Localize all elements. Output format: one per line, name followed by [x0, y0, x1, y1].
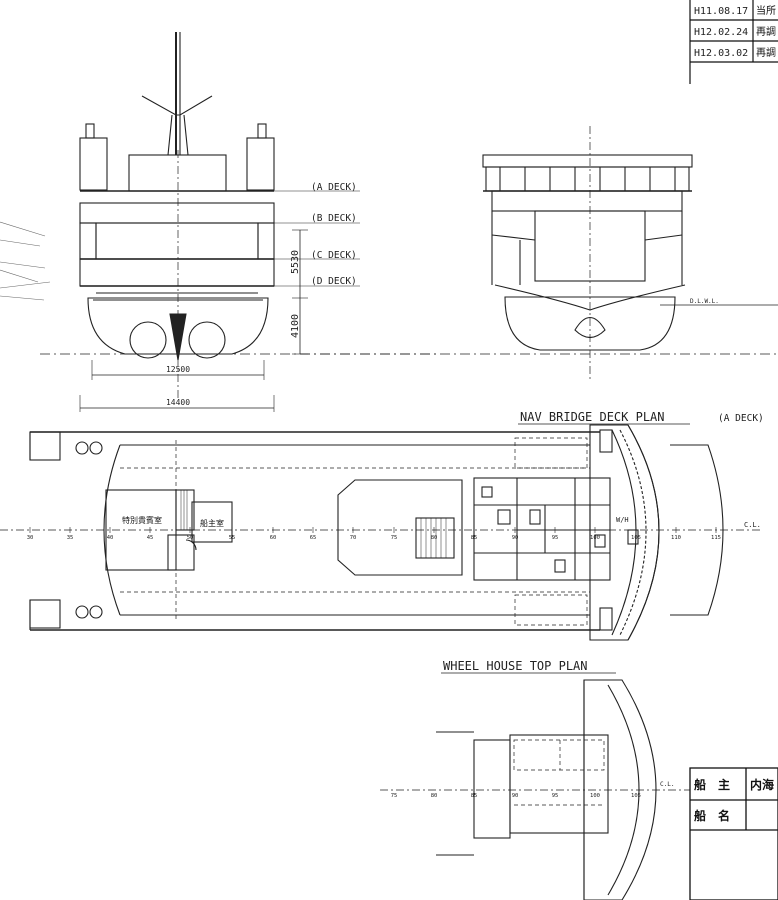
frame-number: 80 [431, 793, 438, 799]
frame-number: 100 [590, 793, 600, 799]
frame-number: 85 [471, 793, 478, 799]
frame-number: 70 [350, 535, 357, 541]
room-label-owner: 船主室 [200, 518, 224, 528]
frame-number: 65 [310, 535, 317, 541]
owner-label: 船 主 [694, 777, 730, 792]
front-profile-view [40, 32, 440, 412]
wheel-house-title: WHEEL HOUSE TOP PLAN [443, 659, 588, 673]
revision-date-1: H11.08.17 [694, 6, 748, 17]
dim-width-inner: 12500 [166, 365, 190, 374]
frame-number: 35 [67, 535, 74, 541]
nav-bridge-plan [0, 424, 760, 641]
nav-bridge-cl-label: C.L. [744, 521, 761, 529]
frame-number: 100 [590, 535, 600, 541]
frame-number: 75 [391, 535, 398, 541]
revision-note-3: 再調 [756, 46, 776, 59]
frame-number: 95 [552, 793, 559, 799]
frame-number: 115 [711, 535, 721, 541]
deck-label-b: (B DECK) [311, 213, 357, 224]
deck-label-c: (C DECK) [311, 250, 357, 261]
frame-number: 90 [512, 535, 519, 541]
frame-number: 30 [27, 535, 34, 541]
room-label-special-guest: 特別貴賓室 [122, 515, 162, 525]
revision-date-2: H12.02.24 [694, 27, 748, 38]
deck-label-d: (D DECK) [311, 276, 357, 287]
frame-ticks [29, 527, 717, 533]
ship-name-label: 船 名 [694, 808, 730, 823]
frame-number: 60 [270, 535, 277, 541]
wheel-house-cl-label: C.L. [660, 781, 674, 788]
frame-number: 90 [512, 793, 519, 799]
revision-table [689, 0, 778, 84]
nav-bridge-deck: (A DECK) [718, 413, 764, 424]
dim-height-lower: 4100 [290, 314, 301, 338]
wheel-house-frame-numbers: 75 80 85 90 95 100 105 [391, 793, 641, 799]
frame-number: 50 [187, 535, 194, 541]
nav-bridge-title: NAV BRIDGE DECK PLAN [520, 410, 665, 424]
frame-number: 95 [552, 535, 559, 541]
frame-number: 105 [631, 535, 641, 541]
frame-number: 105 [631, 793, 641, 799]
title-block [689, 767, 778, 900]
revision-note-2: 再調 [756, 25, 776, 38]
wheel-house-top-plan [380, 679, 690, 900]
wheel-house-marker: W/H [616, 516, 629, 524]
frame-number: 45 [147, 535, 154, 541]
frame-numbers: 30 35 40 45 50 55 60 65 70 75 80 85 90 9… [27, 535, 721, 541]
frame-number: 85 [471, 535, 478, 541]
revision-date-3: H12.03.02 [694, 48, 748, 59]
revision-note-1: 当所 [756, 4, 776, 17]
stern-profile-view [300, 126, 778, 380]
frame-number: 55 [229, 535, 236, 541]
deck-label-a: (A DECK) [311, 182, 357, 193]
partial-side-view-lines [0, 221, 51, 301]
frame-number: 80 [431, 535, 438, 541]
frame-number: 110 [671, 535, 681, 541]
frame-number: 75 [391, 793, 398, 799]
waterline-label: D.L.W.L. [690, 298, 719, 305]
owner-value: 内海 [750, 777, 774, 792]
dim-height-upper: 5530 [290, 250, 301, 274]
frame-number: 40 [107, 535, 114, 541]
dim-width-outer: 14400 [166, 398, 190, 407]
